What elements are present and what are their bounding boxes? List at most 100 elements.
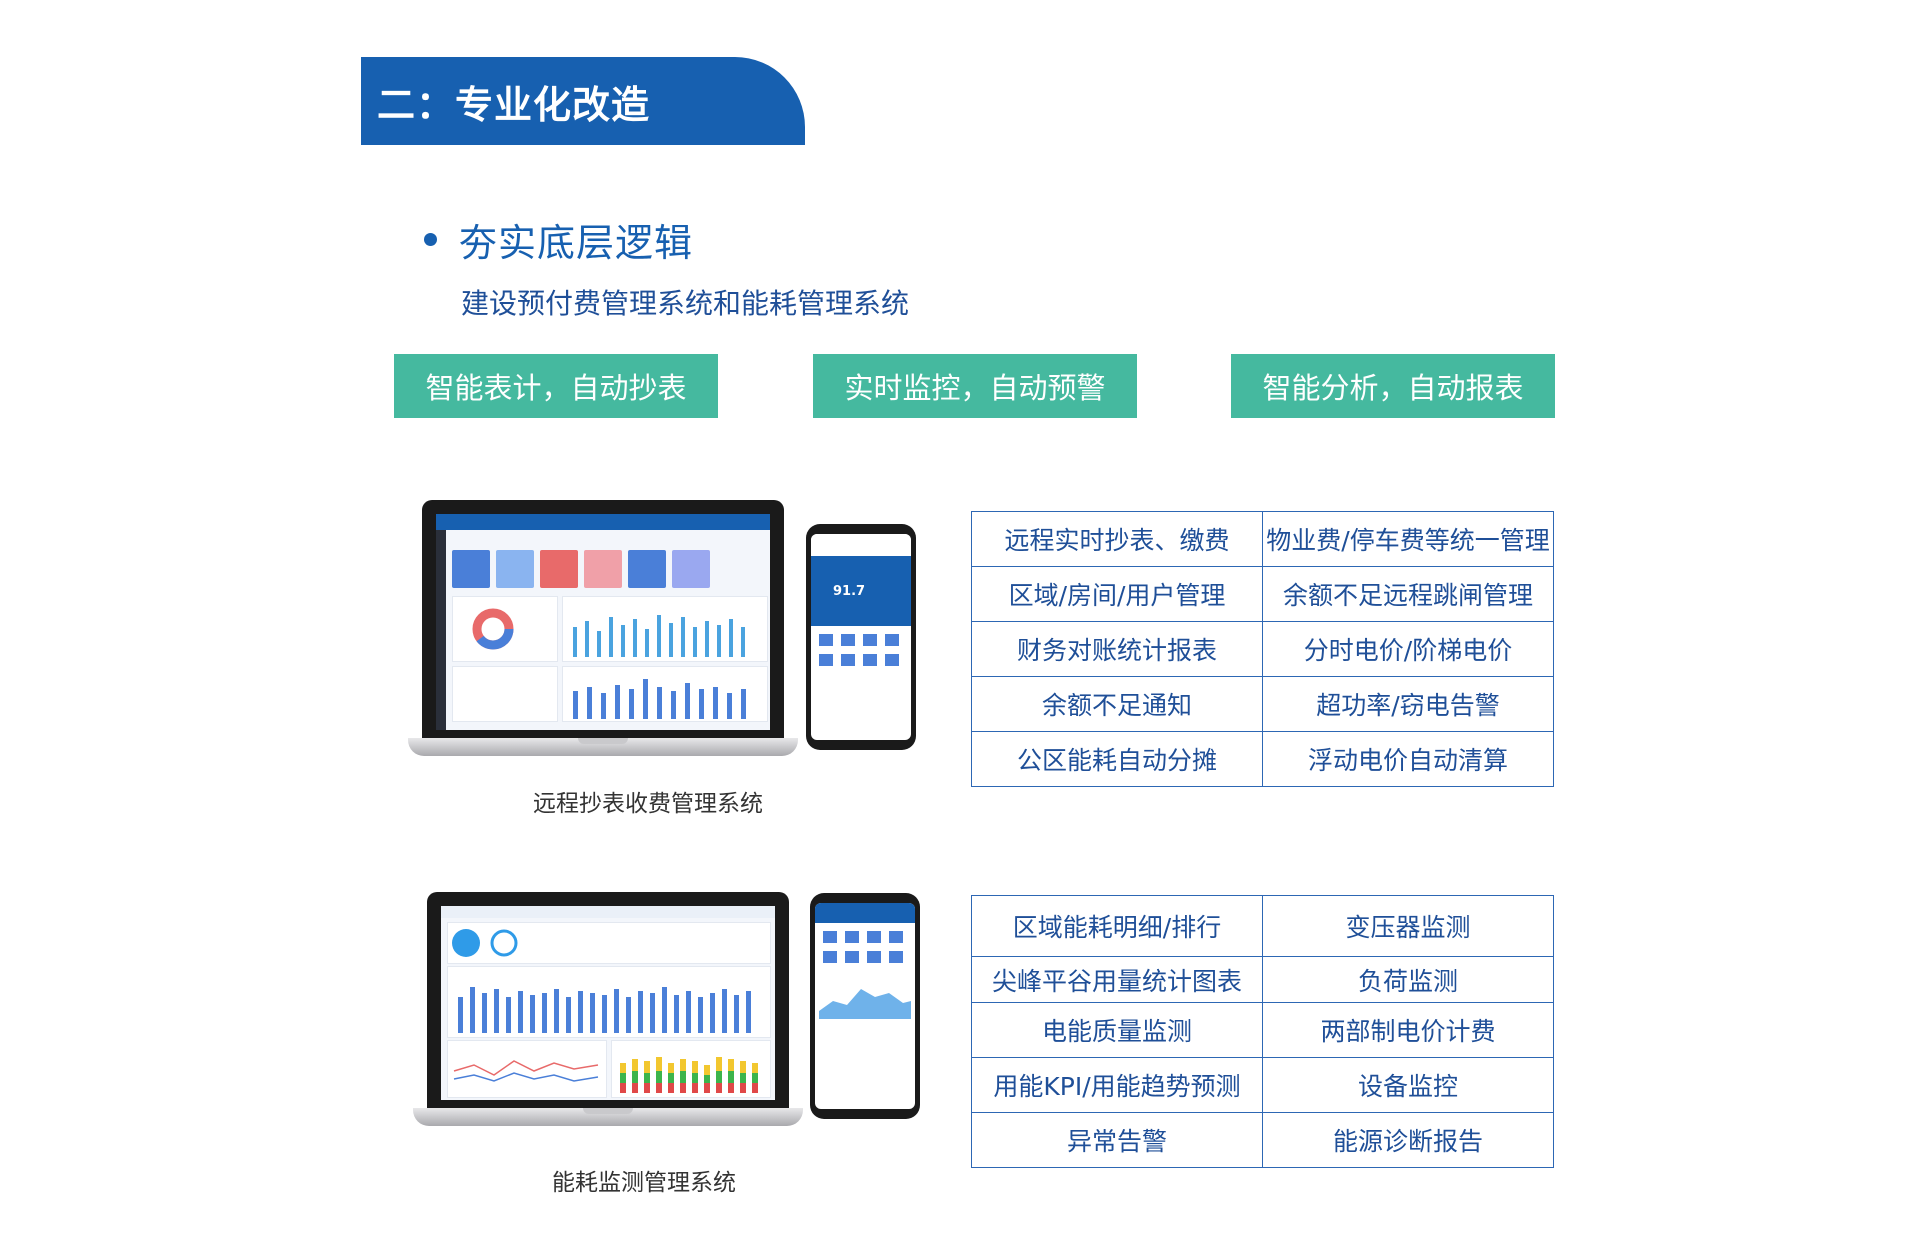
dashboard-tile bbox=[672, 550, 710, 588]
feature-cell: 远程实时抄表、缴费 bbox=[971, 511, 1263, 567]
laptop-base bbox=[408, 738, 798, 756]
feature-cell: 异常告警 bbox=[971, 1112, 1263, 1168]
feature-cell: 设备监控 bbox=[1262, 1057, 1554, 1113]
line-chart-graphic bbox=[453, 1060, 599, 1082]
feature-cell: 物业费/停车费等统一管理 bbox=[1262, 511, 1554, 567]
phone-icon-grid bbox=[811, 626, 911, 674]
section-banner: 二：专业化改造 bbox=[361, 57, 805, 145]
app-icon bbox=[863, 634, 877, 646]
app-icon bbox=[845, 931, 859, 943]
laptop-mockup-energy bbox=[413, 892, 803, 1126]
app-icon bbox=[823, 951, 837, 963]
dashboard-pie-card bbox=[452, 596, 558, 662]
banner-title: 二：专业化改造 bbox=[377, 82, 651, 127]
app-icon bbox=[889, 951, 903, 963]
app-icon bbox=[823, 931, 837, 943]
feature-row: 电能质量监测 两部制电价计费 bbox=[971, 1002, 1554, 1058]
feature-tag-monitoring: 实时监控，自动预警 bbox=[813, 354, 1137, 418]
caption-prepaid-system: 远程抄表收费管理系统 bbox=[533, 791, 763, 817]
feature-cell: 尖峰平谷用量统计图表 bbox=[971, 956, 1263, 1003]
app-icon bbox=[885, 654, 899, 666]
feature-cell: 分时电价/阶梯电价 bbox=[1262, 621, 1554, 677]
laptop-lid bbox=[422, 500, 784, 738]
feature-row: 余额不足通知 超功率/窃电告警 bbox=[971, 676, 1554, 732]
laptop-notch bbox=[578, 738, 628, 744]
phone-screen-prepaid: 91.7 bbox=[811, 534, 911, 740]
app-icon bbox=[841, 654, 855, 666]
app-icon bbox=[885, 634, 899, 646]
section-subheading: 建设预付费管理系统和能耗管理系统 bbox=[461, 287, 910, 320]
feature-row: 区域/房间/用户管理 余额不足远程跳闸管理 bbox=[971, 566, 1554, 622]
feature-tag-metering: 智能表计，自动抄表 bbox=[394, 354, 718, 418]
feature-tag-analysis: 智能分析，自动报表 bbox=[1231, 354, 1555, 418]
laptop-notch bbox=[583, 1108, 633, 1114]
section-heading-row: 夯实底层逻辑 bbox=[424, 212, 693, 267]
feature-row: 尖峰平谷用量统计图表 负荷监测 bbox=[971, 956, 1554, 1003]
feature-cell: 用能KPI/用能趋势预测 bbox=[971, 1057, 1263, 1113]
feature-cell: 区域能耗明细/排行 bbox=[971, 895, 1263, 957]
dashboard-sidebar bbox=[436, 530, 446, 730]
dashboard-tile bbox=[496, 550, 534, 588]
feature-cell: 负荷监测 bbox=[1262, 956, 1554, 1003]
feature-cell: 变压器监测 bbox=[1262, 895, 1554, 957]
phone-screen-energy bbox=[815, 903, 915, 1109]
app-icon bbox=[863, 654, 877, 666]
feature-row: 财务对账统计报表 分时电价/阶梯电价 bbox=[971, 621, 1554, 677]
feature-cell: 电能质量监测 bbox=[971, 1002, 1263, 1058]
dashboard-tile bbox=[452, 550, 490, 588]
phone-app-header bbox=[811, 534, 911, 556]
feature-row: 异常告警 能源诊断报告 bbox=[971, 1112, 1554, 1168]
laptop-mockup-prepaid bbox=[408, 500, 798, 756]
phone-app-header bbox=[815, 903, 915, 923]
feature-table-energy: 区域能耗明细/排行 变压器监测 尖峰平谷用量统计图表 负荷监测 电能质量监测 两… bbox=[971, 895, 1554, 1168]
dashboard-tile bbox=[540, 550, 578, 588]
laptop-screen-energy-dashboard bbox=[441, 906, 775, 1100]
dashboard-bar-card bbox=[447, 966, 771, 1038]
feature-cell: 浮动电价自动清算 bbox=[1262, 731, 1554, 787]
app-icon bbox=[819, 634, 833, 646]
bar-chart-graphic bbox=[573, 615, 745, 657]
donut-chart-graphic bbox=[472, 608, 514, 650]
bar-chart-graphic-2 bbox=[573, 679, 746, 719]
app-icon bbox=[889, 931, 903, 943]
laptop-base bbox=[413, 1108, 803, 1126]
phone-mockup-prepaid: 91.7 bbox=[806, 524, 916, 750]
feature-row: 远程实时抄表、缴费 物业费/停车费等统一管理 bbox=[971, 511, 1554, 567]
phone-balance-panel: 91.7 bbox=[811, 556, 911, 626]
app-icon bbox=[819, 654, 833, 666]
feature-cell: 区域/房间/用户管理 bbox=[971, 566, 1263, 622]
dashboard-line-card bbox=[447, 1040, 607, 1098]
feature-cell: 超功率/窃电告警 bbox=[1262, 676, 1554, 732]
feature-cell: 公区能耗自动分摊 bbox=[971, 731, 1263, 787]
section-heading: 夯实底层逻辑 bbox=[459, 221, 694, 265]
dashboard-bar-card-2 bbox=[562, 666, 768, 722]
app-icon bbox=[841, 634, 855, 646]
bullet-dot-icon bbox=[424, 233, 437, 246]
feature-cell: 余额不足通知 bbox=[971, 676, 1263, 732]
feature-cell: 能源诊断报告 bbox=[1262, 1112, 1554, 1168]
feature-cell: 财务对账统计报表 bbox=[971, 621, 1263, 677]
bar-chart-graphic bbox=[458, 987, 751, 1033]
feature-table-prepaid: 远程实时抄表、缴费 物业费/停车费等统一管理 区域/房间/用户管理 余额不足远程… bbox=[971, 511, 1554, 787]
dashboard-stat-card bbox=[452, 666, 558, 722]
feature-row: 区域能耗明细/排行 变压器监测 bbox=[971, 895, 1554, 957]
dashboard-tile bbox=[584, 550, 622, 588]
phone-icon-grid bbox=[815, 923, 915, 971]
phone-area-chart-graphic bbox=[819, 989, 911, 1019]
feature-row: 用能KPI/用能趋势预测 设备监控 bbox=[971, 1057, 1554, 1113]
laptop-screen-prepaid-dashboard bbox=[436, 514, 770, 730]
feature-cell: 两部制电价计费 bbox=[1262, 1002, 1554, 1058]
dashboard-bar-card bbox=[562, 596, 768, 662]
app-icon bbox=[867, 931, 881, 943]
dashboard-header bbox=[436, 514, 770, 530]
app-icon bbox=[867, 951, 881, 963]
feature-cell: 余额不足远程跳闸管理 bbox=[1262, 566, 1554, 622]
dashboard-stacked-card bbox=[611, 1040, 771, 1098]
dashboard-header bbox=[441, 906, 775, 918]
dashboard-tile bbox=[628, 550, 666, 588]
phone-balance-value: 91.7 bbox=[833, 584, 866, 599]
dashboard-kpi-card bbox=[447, 922, 771, 964]
phone-mockup-energy bbox=[810, 893, 920, 1119]
app-icon bbox=[845, 951, 859, 963]
caption-energy-system: 能耗监测管理系统 bbox=[552, 1170, 736, 1196]
